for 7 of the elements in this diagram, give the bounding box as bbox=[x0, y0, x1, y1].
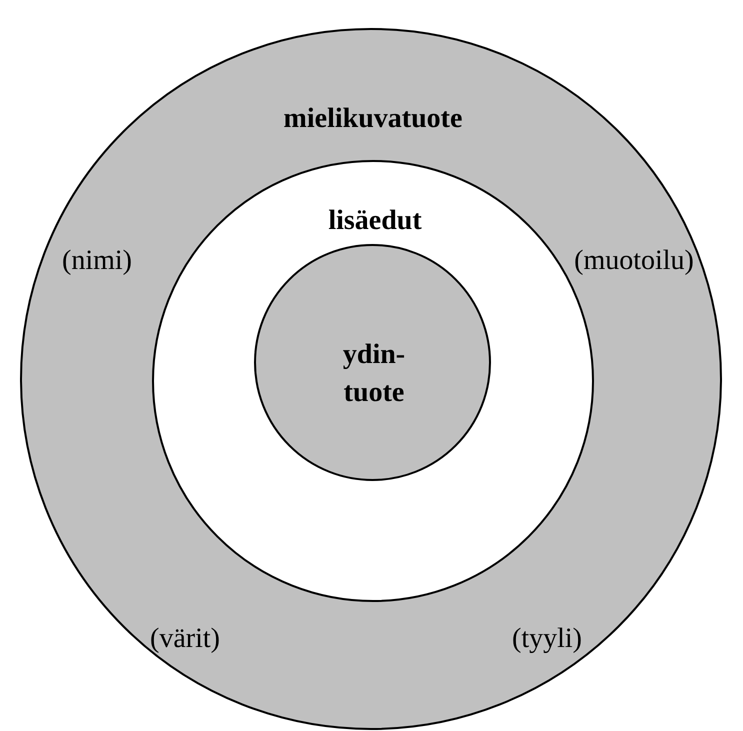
circle-label: lisäedut bbox=[328, 204, 422, 238]
circle-label: mielikuvatuote bbox=[284, 102, 462, 136]
circle-label: (värit) bbox=[150, 622, 220, 656]
circle-label: (nimi) bbox=[62, 244, 132, 278]
circle-label: (tyyli) bbox=[512, 622, 582, 656]
circle-label: (muotoilu) bbox=[574, 244, 694, 278]
circle-label: ydin- tuote bbox=[342, 338, 406, 410]
